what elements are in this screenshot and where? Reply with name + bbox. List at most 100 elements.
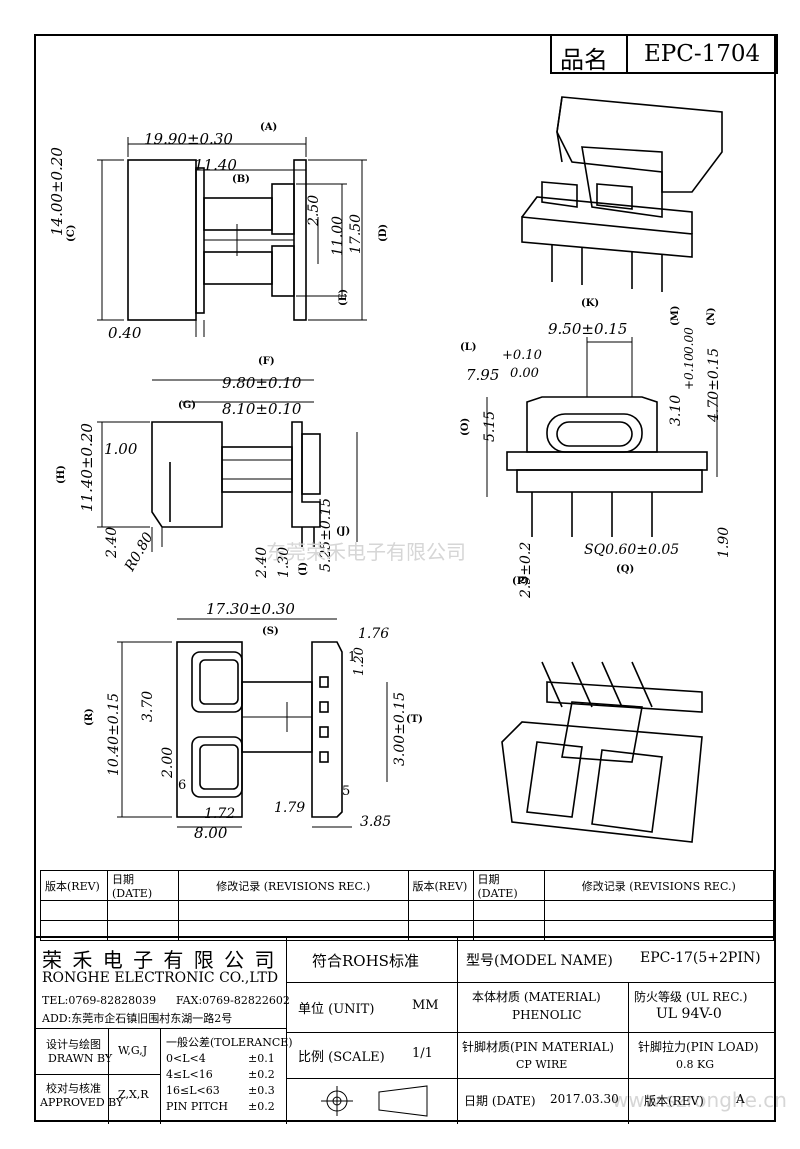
tag-g: (G) bbox=[178, 400, 197, 411]
tol-2: 4≤L<16 bbox=[166, 1068, 213, 1081]
dim-t: 3.00±0.15 bbox=[392, 691, 408, 766]
dim-d: 17.50 bbox=[348, 213, 364, 254]
part-number: EPC-1704 bbox=[644, 41, 761, 67]
rev-label: 版本(REV) bbox=[644, 1094, 704, 1108]
watermark-cn: 东莞荣禾电子有限公司 bbox=[266, 540, 466, 564]
company-fax: FAX:0769-82822602 bbox=[176, 994, 290, 1007]
date-label: 日期 (DATE) bbox=[464, 1094, 536, 1108]
dim-o: 5.15 bbox=[482, 410, 498, 442]
dim-176: 1.76 bbox=[358, 626, 390, 642]
dim-m: 3.10 bbox=[668, 394, 684, 426]
tag-d: (D) bbox=[378, 223, 389, 242]
revision-table: 版本(REV) 日期 (DATE) 修改记录 (REVISIONS REC.) … bbox=[40, 870, 774, 941]
dim-l-minus: 0.00 bbox=[510, 366, 539, 381]
scale-label: 比例 (SCALE) bbox=[298, 1050, 385, 1065]
unit-label: 单位 (UNIT) bbox=[298, 1002, 375, 1017]
tag-t: (T) bbox=[406, 714, 423, 725]
tol-2v: ±0.2 bbox=[248, 1068, 275, 1081]
model-label: 型号(MODEL NAME) bbox=[466, 953, 613, 969]
company-tel: TEL:0769-82828039 bbox=[42, 994, 157, 1007]
pin-load-label: 针脚拉力(PIN LOAD) bbox=[638, 1040, 759, 1054]
dim-s: 17.30±0.30 bbox=[206, 600, 295, 618]
rev-col-left: 版本(REV) bbox=[40, 870, 108, 901]
tag-n: (N) bbox=[706, 307, 717, 326]
dim-f: 9.80±0.10 bbox=[222, 374, 302, 392]
dim-190: 1.90 bbox=[716, 526, 732, 558]
projection-symbol bbox=[321, 1085, 428, 1117]
tag-s: (S) bbox=[262, 626, 279, 637]
tag-l: (L) bbox=[460, 342, 477, 353]
dim-100: 1.00 bbox=[104, 440, 138, 458]
tag-m: (M) bbox=[670, 305, 681, 326]
top-view bbox=[97, 137, 367, 337]
iso-view-bottom bbox=[501, 661, 703, 843]
tag-p: (P) bbox=[512, 576, 529, 587]
part-name-box: 品名 EPC-1704 bbox=[550, 34, 778, 74]
fire-label: 防火等级 (UL REC.) bbox=[634, 990, 748, 1004]
dim-e: 11.00 bbox=[330, 215, 346, 256]
dim-040: 0.40 bbox=[108, 324, 142, 342]
dim-p: 2.9±0.2 bbox=[518, 541, 534, 598]
dim-250: 2.50 bbox=[306, 194, 322, 226]
title-block: 荣 禾 电 子 有 限 公 司 RONGHE ELECTRONIC CO.,LT… bbox=[36, 936, 776, 1124]
tol-1v: ±0.1 bbox=[248, 1052, 275, 1065]
pin-label-6: 6 bbox=[178, 778, 187, 793]
company-cn: 荣 禾 电 子 有 限 公 司 bbox=[42, 948, 277, 972]
approved-by: Z,X,R bbox=[118, 1088, 149, 1101]
dim-g: 8.10±0.10 bbox=[222, 400, 302, 418]
rec-col-right: 修改记录 (REVISIONS REC.) bbox=[543, 870, 774, 901]
dim-r: 10.40±0.15 bbox=[106, 693, 122, 776]
dim-200: 2.00 bbox=[160, 746, 176, 778]
dim-b: 11.40 bbox=[194, 156, 237, 174]
tag-e: (E) bbox=[338, 288, 349, 306]
scale-value: 1/1 bbox=[412, 1046, 433, 1061]
rec-col-left: 修改记录 (REVISIONS REC.) bbox=[178, 870, 409, 901]
tol-4: PIN PITCH bbox=[166, 1100, 228, 1113]
approved-label-en: APPROVED BY bbox=[40, 1096, 124, 1109]
dim-h: 11.40±0.20 bbox=[78, 423, 96, 512]
model-value: EPC-17(5+2PIN) bbox=[640, 950, 761, 966]
company-en: RONGHE ELECTRONIC CO.,LTD bbox=[42, 970, 279, 986]
dim-a: 19.90±0.30 bbox=[144, 130, 233, 148]
dim-l-plus: +0.10 bbox=[502, 348, 542, 363]
tag-f: (F) bbox=[258, 356, 275, 367]
dim-c: 14.00±0.20 bbox=[48, 147, 66, 236]
tag-o: (O) bbox=[460, 417, 471, 436]
dim-q: SQ0.60±0.05 bbox=[584, 542, 680, 558]
pin-label-5: 5 bbox=[342, 784, 351, 799]
material-label: 本体材质 (MATERIAL) bbox=[472, 990, 601, 1004]
tol-3: 16≤L<63 bbox=[166, 1084, 220, 1097]
dim-800: 8.00 bbox=[194, 824, 228, 842]
drawn-label-en: DRAWN BY bbox=[48, 1052, 113, 1065]
dim-385: 3.85 bbox=[360, 814, 392, 830]
dim-k: 9.50±0.15 bbox=[548, 320, 628, 338]
rev-col-right: 版本(REV) bbox=[407, 870, 474, 901]
date-col-right: 日期 (DATE) bbox=[472, 870, 545, 901]
iso-view-top bbox=[521, 96, 723, 292]
dim-m-minus: 0.00 bbox=[682, 327, 696, 354]
rohs-label: 符合ROHS标准 bbox=[312, 952, 419, 970]
date-value: 2017.03.30 bbox=[550, 1092, 619, 1106]
tag-a: (A) bbox=[260, 122, 278, 133]
front-view bbox=[486, 337, 718, 537]
side-view bbox=[97, 379, 358, 552]
watermark-url: www.szronghe.cn bbox=[612, 1088, 787, 1112]
tag-j: (J) bbox=[336, 526, 351, 537]
date-col-left: 日期 (DATE) bbox=[107, 870, 179, 901]
dim-172: 1.72 bbox=[204, 806, 236, 822]
tag-h: (H) bbox=[56, 465, 67, 484]
dim-n: 4.70±0.15 bbox=[706, 347, 722, 422]
tol-title: 一般公差(TOLERANCE) bbox=[166, 1036, 293, 1049]
drawn-label-cn: 设计与绘图 bbox=[46, 1038, 101, 1051]
bottom-view bbox=[117, 618, 388, 828]
tol-3v: ±0.3 bbox=[248, 1084, 275, 1097]
tag-b: (B) bbox=[232, 174, 250, 185]
rev-value: A bbox=[736, 1092, 745, 1106]
dim-370: 3.70 bbox=[140, 690, 156, 722]
technical-drawings bbox=[97, 96, 723, 843]
dim-l-base: 7.95 bbox=[466, 366, 500, 384]
tol-4v: ±0.2 bbox=[248, 1100, 275, 1113]
tag-q: (Q) bbox=[616, 564, 635, 575]
dim-m-plus: +0.10 bbox=[682, 353, 696, 390]
pin-mat-value: CP WIRE bbox=[516, 1058, 568, 1071]
